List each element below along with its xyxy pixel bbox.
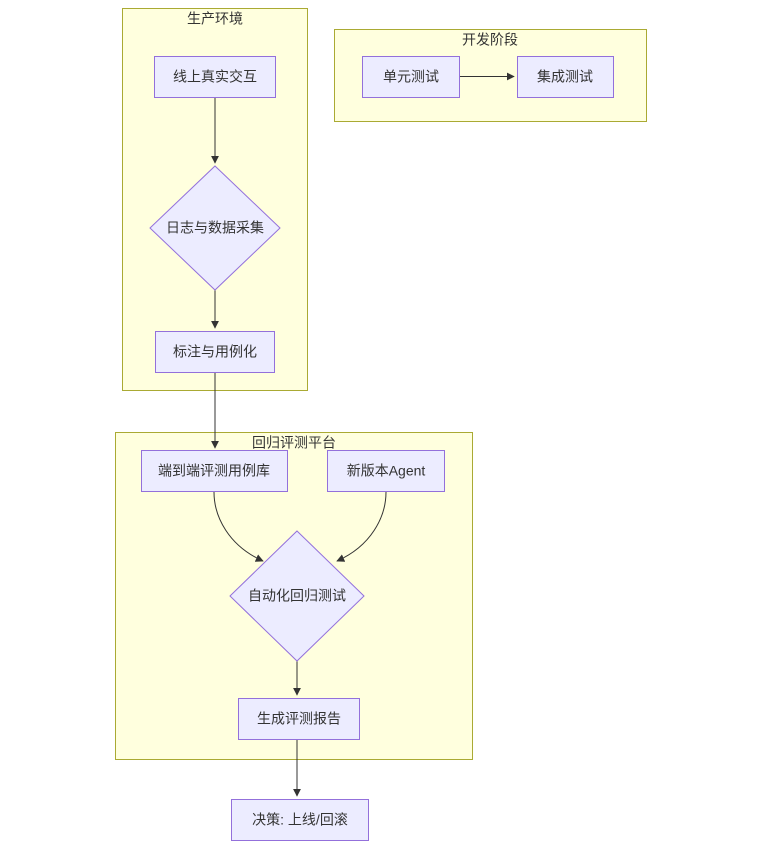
node-annotation-box (155, 331, 275, 373)
node-decision: 决策: 上线/回滚 (231, 799, 369, 841)
node-online-interaction-box (154, 56, 276, 98)
cluster-regression-label: 回归评测平台 (252, 435, 336, 451)
node-report: 生成评测报告 (238, 698, 360, 740)
cluster-development-label: 开发阶段 (462, 32, 518, 48)
node-new-agent-label: 新版本Agent (347, 463, 426, 479)
node-new-agent-box (327, 450, 445, 492)
node-log-collection-label: 日志与数据采集 (166, 220, 264, 236)
node-auto-regression: 自动化回归测试 (229, 530, 365, 662)
node-unit-test-label: 单元测试 (383, 69, 439, 85)
node-new-agent: 新版本Agent (327, 450, 445, 492)
node-online-interaction: 线上真实交互 (154, 56, 276, 98)
node-annotation: 标注与用例化 (155, 331, 275, 373)
node-integration-test: 集成测试 (517, 56, 614, 98)
node-log-collection: 日志与数据采集 (149, 165, 281, 291)
node-e2e-case-library-box (141, 450, 288, 492)
node-unit-test-box (362, 56, 460, 98)
node-report-label: 生成评测报告 (257, 711, 341, 727)
node-auto-regression-shape (229, 530, 365, 662)
node-decision-box (231, 799, 369, 841)
node-decision-label: 决策: 上线/回滚 (252, 812, 348, 828)
node-annotation-label: 标注与用例化 (173, 344, 257, 360)
node-log-collection-shape (149, 165, 281, 291)
node-unit-test: 单元测试 (362, 56, 460, 98)
node-report-box (238, 698, 360, 740)
cluster-production-label: 生产环境 (187, 11, 243, 27)
edge-newagent-to-regression-test (336, 491, 387, 562)
node-e2e-case-library: 端到端评测用例库 (141, 450, 288, 492)
node-e2e-case-library-label: 端到端评测用例库 (158, 463, 270, 479)
node-auto-regression-label: 自动化回归测试 (248, 588, 346, 604)
node-integration-test-label: 集成测试 (537, 69, 593, 85)
node-integration-test-box (517, 56, 614, 98)
edge-caselib-to-regression-test (213, 491, 264, 562)
node-online-interaction-label: 线上真实交互 (173, 69, 257, 85)
